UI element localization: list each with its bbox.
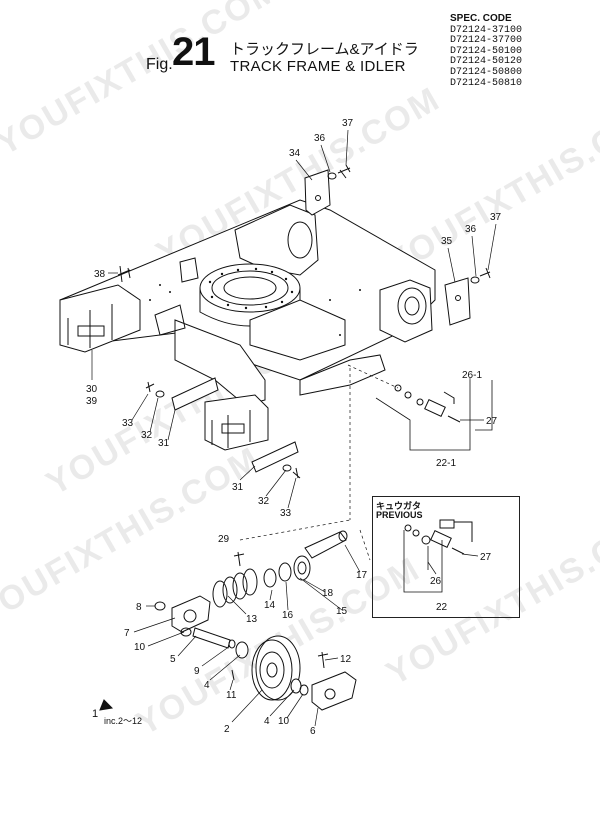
callout-38: 38 [94, 269, 106, 280]
callout-5: 5 [170, 654, 176, 665]
previous-label-japanese: キュウガタ [376, 501, 422, 511]
callout-26: 26 [430, 576, 442, 587]
callout-16: 16 [282, 610, 294, 621]
callout-30: 30 [86, 384, 98, 395]
callout-35: 35 [441, 236, 453, 247]
bolt-10b [299, 684, 309, 696]
bracket-35 [444, 277, 471, 326]
callout-31: 31 [232, 482, 244, 493]
spec-code-title: SPEC. CODE [450, 13, 512, 24]
pin-11 [231, 669, 235, 681]
fig-number: 21 [172, 30, 215, 74]
callout-2: 2 [224, 724, 230, 735]
bracket-34 [304, 169, 331, 216]
nipple-29 [233, 551, 245, 567]
callout-8: 8 [136, 602, 142, 613]
guard-31-upper [145, 377, 219, 411]
guide-lines [239, 364, 399, 561]
bushing-4a [235, 641, 249, 659]
callout-9: 9 [194, 666, 200, 677]
callout-14: 14 [264, 600, 276, 611]
spec-code: D72124-37100 [450, 24, 523, 36]
callout-36: 36 [465, 224, 477, 235]
callout-17: 17 [356, 570, 368, 581]
callout-32: 32 [258, 496, 270, 507]
callout-10: 10 [278, 716, 290, 727]
callout-33: 33 [122, 418, 134, 429]
callout-18: 18 [322, 588, 334, 599]
spec-code: D72124-50120 [450, 56, 523, 68]
callout-39: 39 [86, 396, 98, 407]
callout-11: 11 [226, 690, 237, 701]
bolt-38 [117, 265, 131, 283]
seal-18 [293, 555, 311, 581]
pin-12 [317, 651, 329, 669]
spec-code: D72124-50810 [450, 77, 523, 89]
cylinder-17 [304, 530, 348, 559]
ring-16 [278, 562, 292, 582]
previous-version-box [372, 496, 520, 618]
callout-37: 37 [490, 212, 502, 223]
callout-27: 27 [486, 416, 498, 427]
callout-labels: 37 36 34 37 36 35 38 30 39 33 32 31 26-1… [86, 118, 502, 737]
callout-13: 13 [246, 614, 258, 625]
callout-22: 22 [436, 602, 448, 613]
assembly-number: 1 [92, 708, 99, 720]
previous-label-english: PREVIOUS [376, 510, 423, 520]
callout-15: 15 [336, 606, 348, 617]
callout-36: 36 [314, 133, 326, 144]
idler-wheel-2 [251, 635, 301, 701]
callout-22-1: 22-1 [436, 458, 456, 469]
track-frame [59, 199, 436, 451]
guard-31-lower [251, 441, 301, 479]
previous-detail-drawing [403, 519, 473, 593]
callout-34: 34 [289, 148, 301, 159]
callout-33: 33 [280, 508, 292, 519]
callout-4: 4 [264, 716, 270, 727]
grease-valve-22-1 [394, 384, 461, 423]
callout-10: 10 [134, 642, 146, 653]
washer-9 [228, 639, 236, 649]
callout-29: 29 [218, 534, 230, 545]
callout-26-1: 26-1 [462, 370, 482, 381]
callout-12: 12 [340, 654, 352, 665]
leader-lines [91, 129, 497, 727]
callout-31: 31 [158, 438, 170, 449]
title-english: TRACK FRAME & IDLER [230, 58, 406, 75]
ring-14 [263, 568, 277, 588]
bolt-37a [337, 164, 351, 179]
assembly-arrow-icon [99, 699, 114, 711]
spec-code: D72124-37700 [450, 35, 523, 47]
washer-8 [154, 601, 166, 611]
shaft-5 [192, 627, 231, 649]
washer-36a [327, 172, 337, 180]
bushing-4b [290, 678, 302, 694]
callout-6: 6 [310, 726, 316, 737]
title-japanese: トラックフレーム&アイドラ [230, 41, 419, 58]
assembly-note: inc.2～12 [104, 716, 143, 726]
spec-code-block: SPEC. CODE D72124-37100 D72124-37700 D72… [450, 13, 523, 89]
callout-32: 32 [141, 430, 153, 441]
bolt-10a [180, 627, 192, 637]
spec-code: D72124-50800 [450, 66, 523, 78]
spring-13 [212, 568, 258, 608]
fig-prefix: Fig. [146, 56, 173, 73]
spec-code: D72124-50100 [450, 45, 523, 57]
callout-37: 37 [342, 118, 354, 129]
callout-7: 7 [124, 628, 130, 639]
bolt-37b [479, 267, 491, 279]
yoke-7 [171, 595, 211, 633]
callout-4: 4 [204, 680, 210, 691]
yoke-6 [311, 671, 357, 711]
washer-36b [470, 276, 480, 284]
callout-27: 27 [480, 552, 492, 563]
